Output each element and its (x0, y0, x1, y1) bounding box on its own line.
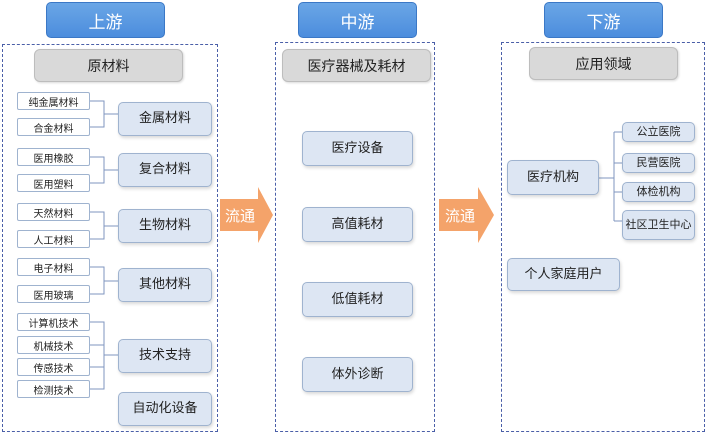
institution-item: 民营医院 (622, 153, 695, 173)
midstream-item: 低值耗材 (302, 282, 413, 317)
institution-item: 社区卫生中心 (622, 210, 695, 240)
upstream-item: 计算机技术 (17, 313, 90, 331)
flow-label-2: 流通 (444, 206, 475, 225)
flow-arrow-1 (220, 187, 273, 243)
stage-midstream: 中游 (298, 2, 417, 38)
flow-label-1: 流通 (224, 206, 255, 225)
downstream-household: 个人家庭用户 (507, 258, 620, 291)
upstream-group-tech: 技术支持 (118, 339, 212, 373)
upstream-item: 机械技术 (17, 336, 90, 354)
stage-downstream: 下游 (544, 2, 663, 38)
upstream-item: 纯金属材料 (17, 92, 90, 110)
downstream-institution: 医疗机构 (507, 160, 599, 195)
upstream-group-composite: 复合材料 (118, 153, 212, 187)
upstream-item: 电子材料 (17, 258, 90, 276)
upstream-group-metal: 金属材料 (118, 102, 212, 136)
midstream-item: 高值耗材 (302, 207, 413, 242)
upstream-item: 医用橡胶 (17, 148, 90, 166)
upstream-item: 天然材料 (17, 203, 90, 221)
upstream-item: 检测技术 (17, 380, 90, 398)
institution-item: 体检机构 (622, 182, 695, 202)
midstream-item: 体外诊断 (302, 357, 413, 392)
institution-item: 公立医院 (622, 122, 695, 142)
upstream-item: 传感技术 (17, 358, 90, 376)
upstream-item: 医用塑料 (17, 174, 90, 192)
upstream-group-other: 其他材料 (118, 268, 212, 302)
upstream-item: 人工材料 (17, 230, 90, 248)
upstream-group-bio: 生物材料 (118, 209, 212, 243)
flow-arrow-2 (439, 187, 494, 243)
midstream-header: 医疗器械及耗材 (282, 49, 431, 82)
upstream-item: 合金材料 (17, 118, 90, 136)
midstream-item: 医疗设备 (302, 131, 413, 166)
upstream-automation: 自动化设备 (118, 392, 212, 426)
downstream-header: 应用领域 (529, 47, 678, 80)
upstream-item: 医用玻璃 (17, 285, 90, 303)
stage-upstream: 上游 (46, 2, 165, 38)
upstream-header: 原材料 (34, 49, 183, 82)
